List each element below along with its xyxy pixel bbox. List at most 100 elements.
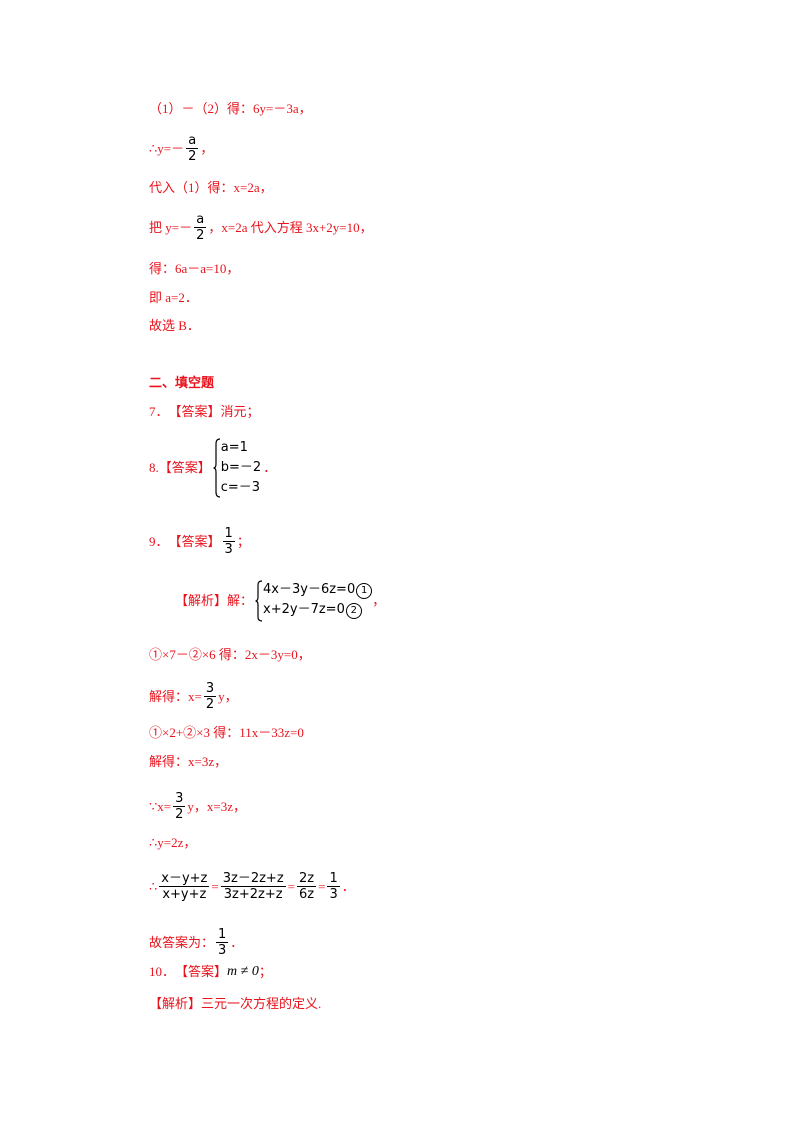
fraction: 3z－2z+z 3z+2z+z: [220, 871, 286, 902]
equals-sign: =: [318, 878, 326, 894]
equation-row: c=－3: [220, 480, 261, 495]
denominator: 3: [218, 943, 227, 958]
text: ∵x=: [149, 798, 172, 814]
solution-line-6: 即 a=2．: [149, 290, 198, 306]
numerator: a: [186, 133, 199, 149]
numerator: 3z－2z+z: [220, 871, 286, 887]
step-7: ∴ x－y+z x+y+z = 3z－2z+z 3z+2z+z = 2z 6z …: [149, 871, 355, 902]
solution-line-5: 得：6a－a=10，: [149, 261, 239, 277]
step-5: ∵x= 3 2 y，x=3z，: [149, 791, 246, 822]
text: ∴y=2z，: [149, 835, 197, 850]
numerator: x－y+z: [159, 871, 210, 887]
text: ；: [258, 964, 272, 979]
text: ，: [200, 140, 214, 156]
denominator: 2: [175, 807, 184, 822]
text: ．: [230, 934, 244, 950]
fraction: 3 2: [173, 791, 186, 822]
fraction: 2z 6z: [296, 871, 317, 902]
brace-icon: [213, 438, 221, 498]
answer-text: 消元；: [220, 404, 260, 419]
step-2: 解得：x= 3 2 y，: [149, 681, 238, 712]
text: 二、填空题: [149, 375, 215, 390]
answer-tag: 【答案】: [168, 404, 221, 419]
circled-number: 2: [345, 603, 362, 619]
text: 即 a=2．: [149, 290, 198, 305]
fraction: a 2: [194, 212, 207, 243]
text: ；: [236, 533, 250, 549]
section-title: 二、填空题: [149, 375, 214, 391]
question-10-analysis: 【解析】 三元一次方程的定义.: [149, 996, 321, 1012]
fraction: 3 2: [203, 681, 217, 712]
text: ，: [372, 593, 386, 608]
text: ，x=2a 代入方程 3x+2y=10，: [208, 219, 373, 235]
text: ∴: [149, 878, 158, 894]
question-10: 10． 【答案】 m ≠ 0 ；: [149, 964, 272, 980]
question-number: 7．: [149, 404, 169, 419]
text: 把 y=－: [149, 219, 193, 235]
text: 解得：x=: [149, 688, 202, 704]
step-1: ①×7－②×6 得：2x－3y=0，: [149, 647, 311, 663]
math-expression: m ≠ 0: [227, 964, 259, 979]
solution-line-1: （1）－（2）得：6y=－3a，: [149, 101, 312, 117]
text: 解：: [227, 593, 254, 608]
equals-sign: =: [287, 878, 295, 894]
denominator: 3: [329, 887, 338, 902]
solution-line-7: 故选 B．: [149, 318, 200, 334]
solution-line-2: ∴y=－ a 2 ，: [149, 133, 213, 164]
numerator: 1: [327, 871, 340, 887]
circled-number: 1: [356, 583, 373, 599]
text: 代入（1）得：x=2a，: [149, 180, 273, 195]
step-6: ∴y=2z，: [149, 835, 196, 851]
numerator: 1: [222, 526, 235, 542]
text: 故答案为：: [149, 934, 215, 950]
answer-tag: 【答案】: [168, 533, 221, 549]
denominator: 3z+2z+z: [223, 887, 283, 902]
text: 故选 B．: [149, 318, 200, 333]
equals-sign: =: [211, 878, 219, 894]
text: 三元一次方程的定义.: [201, 996, 322, 1011]
question-number: 8.: [149, 460, 159, 475]
text: ．: [263, 460, 277, 475]
text: 得：6a－a=10，: [149, 261, 240, 276]
text: ∴y=－: [149, 140, 185, 156]
question-9: 9． 【答案】 1 3 ；: [149, 526, 250, 557]
fraction: 1 3: [327, 871, 340, 902]
solution-line-3: 代入（1）得：x=2a，: [149, 180, 273, 196]
text: y，x=3z，: [187, 798, 246, 814]
equation-rows: a=1 b=－2 c=－3: [221, 438, 261, 498]
answer-tag: 【答案】: [175, 964, 228, 979]
equation-row: b=－2: [220, 460, 262, 475]
step-3: ①×2+②×3 得：11x－33z=0: [149, 725, 304, 741]
denominator: 2: [205, 697, 215, 712]
denominator: x+y+z: [162, 887, 207, 902]
solution-line-4: 把 y=－ a 2 ，x=2a 代入方程 3x+2y=10，: [149, 212, 373, 243]
text: ①×2+②×3 得：11x－33z=0: [149, 725, 304, 740]
analysis-tag: 【解析】: [175, 593, 228, 608]
numerator: 2z: [296, 871, 317, 887]
question-number: 9．: [149, 533, 169, 549]
denominator: 2: [196, 228, 205, 243]
step-4: 解得：x=3z，: [149, 754, 227, 770]
text: 解得：x=3z，: [149, 754, 228, 769]
equation-text: 4x－3y－6z=0: [263, 582, 356, 597]
denominator: 6z: [298, 887, 315, 902]
fraction: a 2: [186, 133, 199, 164]
numerator: 1: [216, 927, 229, 943]
text: ．: [341, 878, 355, 894]
denominator: 3: [224, 542, 233, 557]
text: ①×7－②×6 得：2x－3y=0，: [149, 647, 311, 662]
fraction: 1 3: [222, 526, 235, 557]
fraction: x－y+z x+y+z: [159, 871, 210, 902]
question-7: 7． 【答案】 消元；: [149, 404, 260, 420]
numerator: 3: [203, 681, 217, 697]
step-8: 故答案为： 1 3 ．: [149, 927, 243, 958]
question-8: 8. 【答案】 a=1 b=－2 c=－3 ．: [149, 438, 276, 498]
numerator: a: [194, 212, 207, 228]
numerator: 3: [173, 791, 186, 807]
